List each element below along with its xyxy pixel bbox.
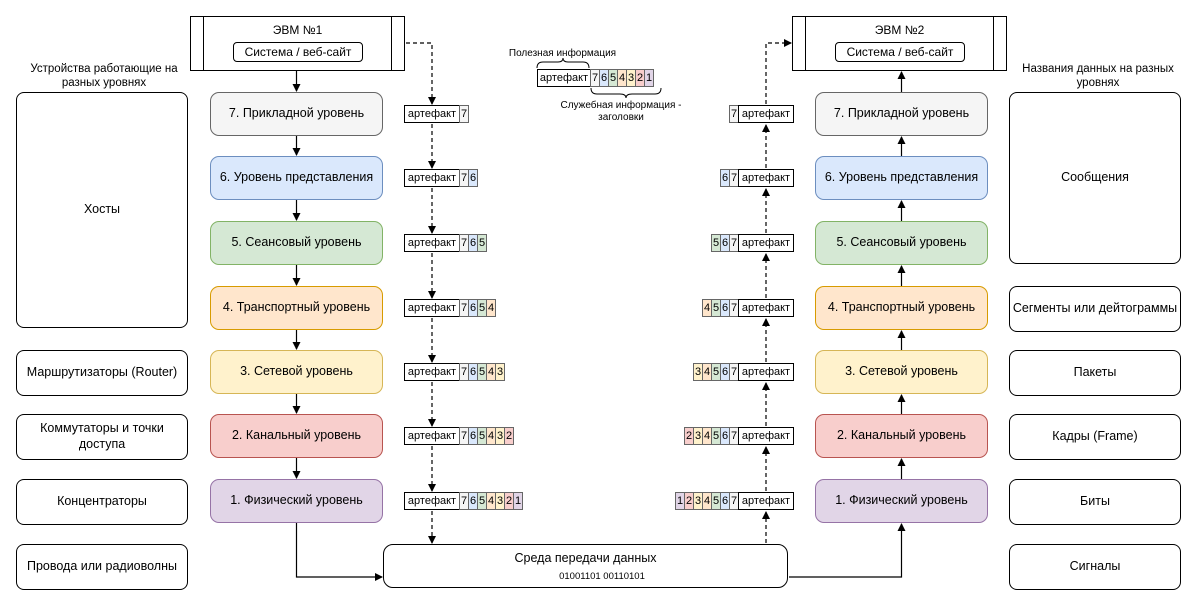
dash-right-top [765, 39, 792, 104]
artifact-cell: артефакт [738, 363, 794, 381]
artifact-cell: артефакт [738, 169, 794, 187]
artifact-cell: артефакт [404, 169, 460, 187]
layer-6-right: 6. Уровень представления [815, 156, 988, 200]
device-hubs: Концентраторы [16, 479, 188, 525]
layer-2-left: 2. Канальный уровень [210, 414, 383, 458]
data-packets: Пакеты [1009, 350, 1181, 396]
computer-1-title: ЭВМ №1 [272, 23, 323, 37]
legend-payload-label: Полезная информация [508, 48, 617, 59]
arrow-left-to-medium [295, 523, 383, 581]
artifact-cell: артефакт [404, 492, 460, 510]
device-switches: Коммутаторы и точки доступа [16, 414, 188, 460]
header-cell-7: 7 [459, 105, 469, 123]
header-cell-5: 5 [477, 234, 487, 252]
header-cell-3: 3 [495, 363, 505, 381]
header-cell-1: 1 [513, 492, 523, 510]
legend-payload-brace [536, 57, 590, 69]
data-signals: Сигналы [1009, 544, 1181, 590]
artifact-cell: артефакт [404, 299, 460, 317]
layer-4-right: 4. Транспортный уровень [815, 286, 988, 330]
artifact-cell: артефакт [738, 427, 794, 445]
header-cell-4: 4 [486, 299, 496, 317]
layer-2-right: 2. Канальный уровень [815, 414, 988, 458]
artifact-cell: артефакт [738, 234, 794, 252]
data-segments: Сегменты или дейтограммы [1009, 286, 1181, 332]
computer-2: ЭВМ №2 Система / веб-сайт [792, 16, 1007, 71]
transmission-medium: Среда передачи данных [383, 544, 788, 588]
artifact-cell: артефакт [404, 105, 460, 123]
legend-header-cell-1: 1 [644, 69, 654, 87]
data-bits: Биты [1009, 479, 1181, 525]
computer-1-system: Система / веб-сайт [233, 42, 363, 62]
header-cell-2: 2 [504, 427, 514, 445]
left-header: Устройства работающие на разных уровнях [30, 63, 178, 90]
artifact-cell: артефакт [404, 363, 460, 381]
data-messages: Сообщения [1009, 92, 1181, 264]
device-routers: Маршрутизаторы (Router) [16, 350, 188, 396]
computer-2-title: ЭВМ №2 [874, 23, 925, 37]
artifact-cell: артефакт [404, 427, 460, 445]
layer-5-right: 5. Сеансовый уровень [815, 221, 988, 265]
layer-1-left: 1. Физический уровень [210, 479, 383, 523]
header-cell-6: 6 [468, 169, 478, 187]
layer-7-right: 7. Прикладной уровень [815, 92, 988, 136]
layer-6-left: 6. Уровень представления [210, 156, 383, 200]
right-header: Названия данных на разных уровнях [1022, 63, 1174, 90]
legend-service-label: Служебная информация - заголовки [560, 100, 682, 123]
artifact-cell: артефакт [738, 492, 794, 510]
arrow-medium-to-right [789, 523, 906, 578]
layer-7-left: 7. Прикладной уровень [210, 92, 383, 136]
layer-4-left: 4. Транспортный уровень [210, 286, 383, 330]
computer-1: ЭВМ №1 Система / веб-сайт [190, 16, 405, 71]
artifact-cell: артефакт [738, 299, 794, 317]
layer-5-left: 5. Сеансовый уровень [210, 221, 383, 265]
transmission-bits: 01001101 00110101 [552, 571, 652, 582]
transmission-medium-label: Среда передачи данных [514, 551, 657, 565]
layer-3-right: 3. Сетевой уровень [815, 350, 988, 394]
legend-service-brace [590, 87, 662, 99]
layer-1-right: 1. Физический уровень [815, 479, 988, 523]
device-wires: Провода или радиоволны [16, 544, 188, 590]
artifact-cell: артефакт [404, 234, 460, 252]
computer-2-system: Система / веб-сайт [835, 42, 965, 62]
data-frames: Кадры (Frame) [1009, 414, 1181, 460]
layer-3-left: 3. Сетевой уровень [210, 350, 383, 394]
legend-artifact-cell: артефакт [537, 69, 591, 87]
artifact-cell: артефакт [738, 105, 794, 123]
device-hosts: Хосты [16, 92, 188, 328]
dash-left-top [406, 42, 436, 105]
